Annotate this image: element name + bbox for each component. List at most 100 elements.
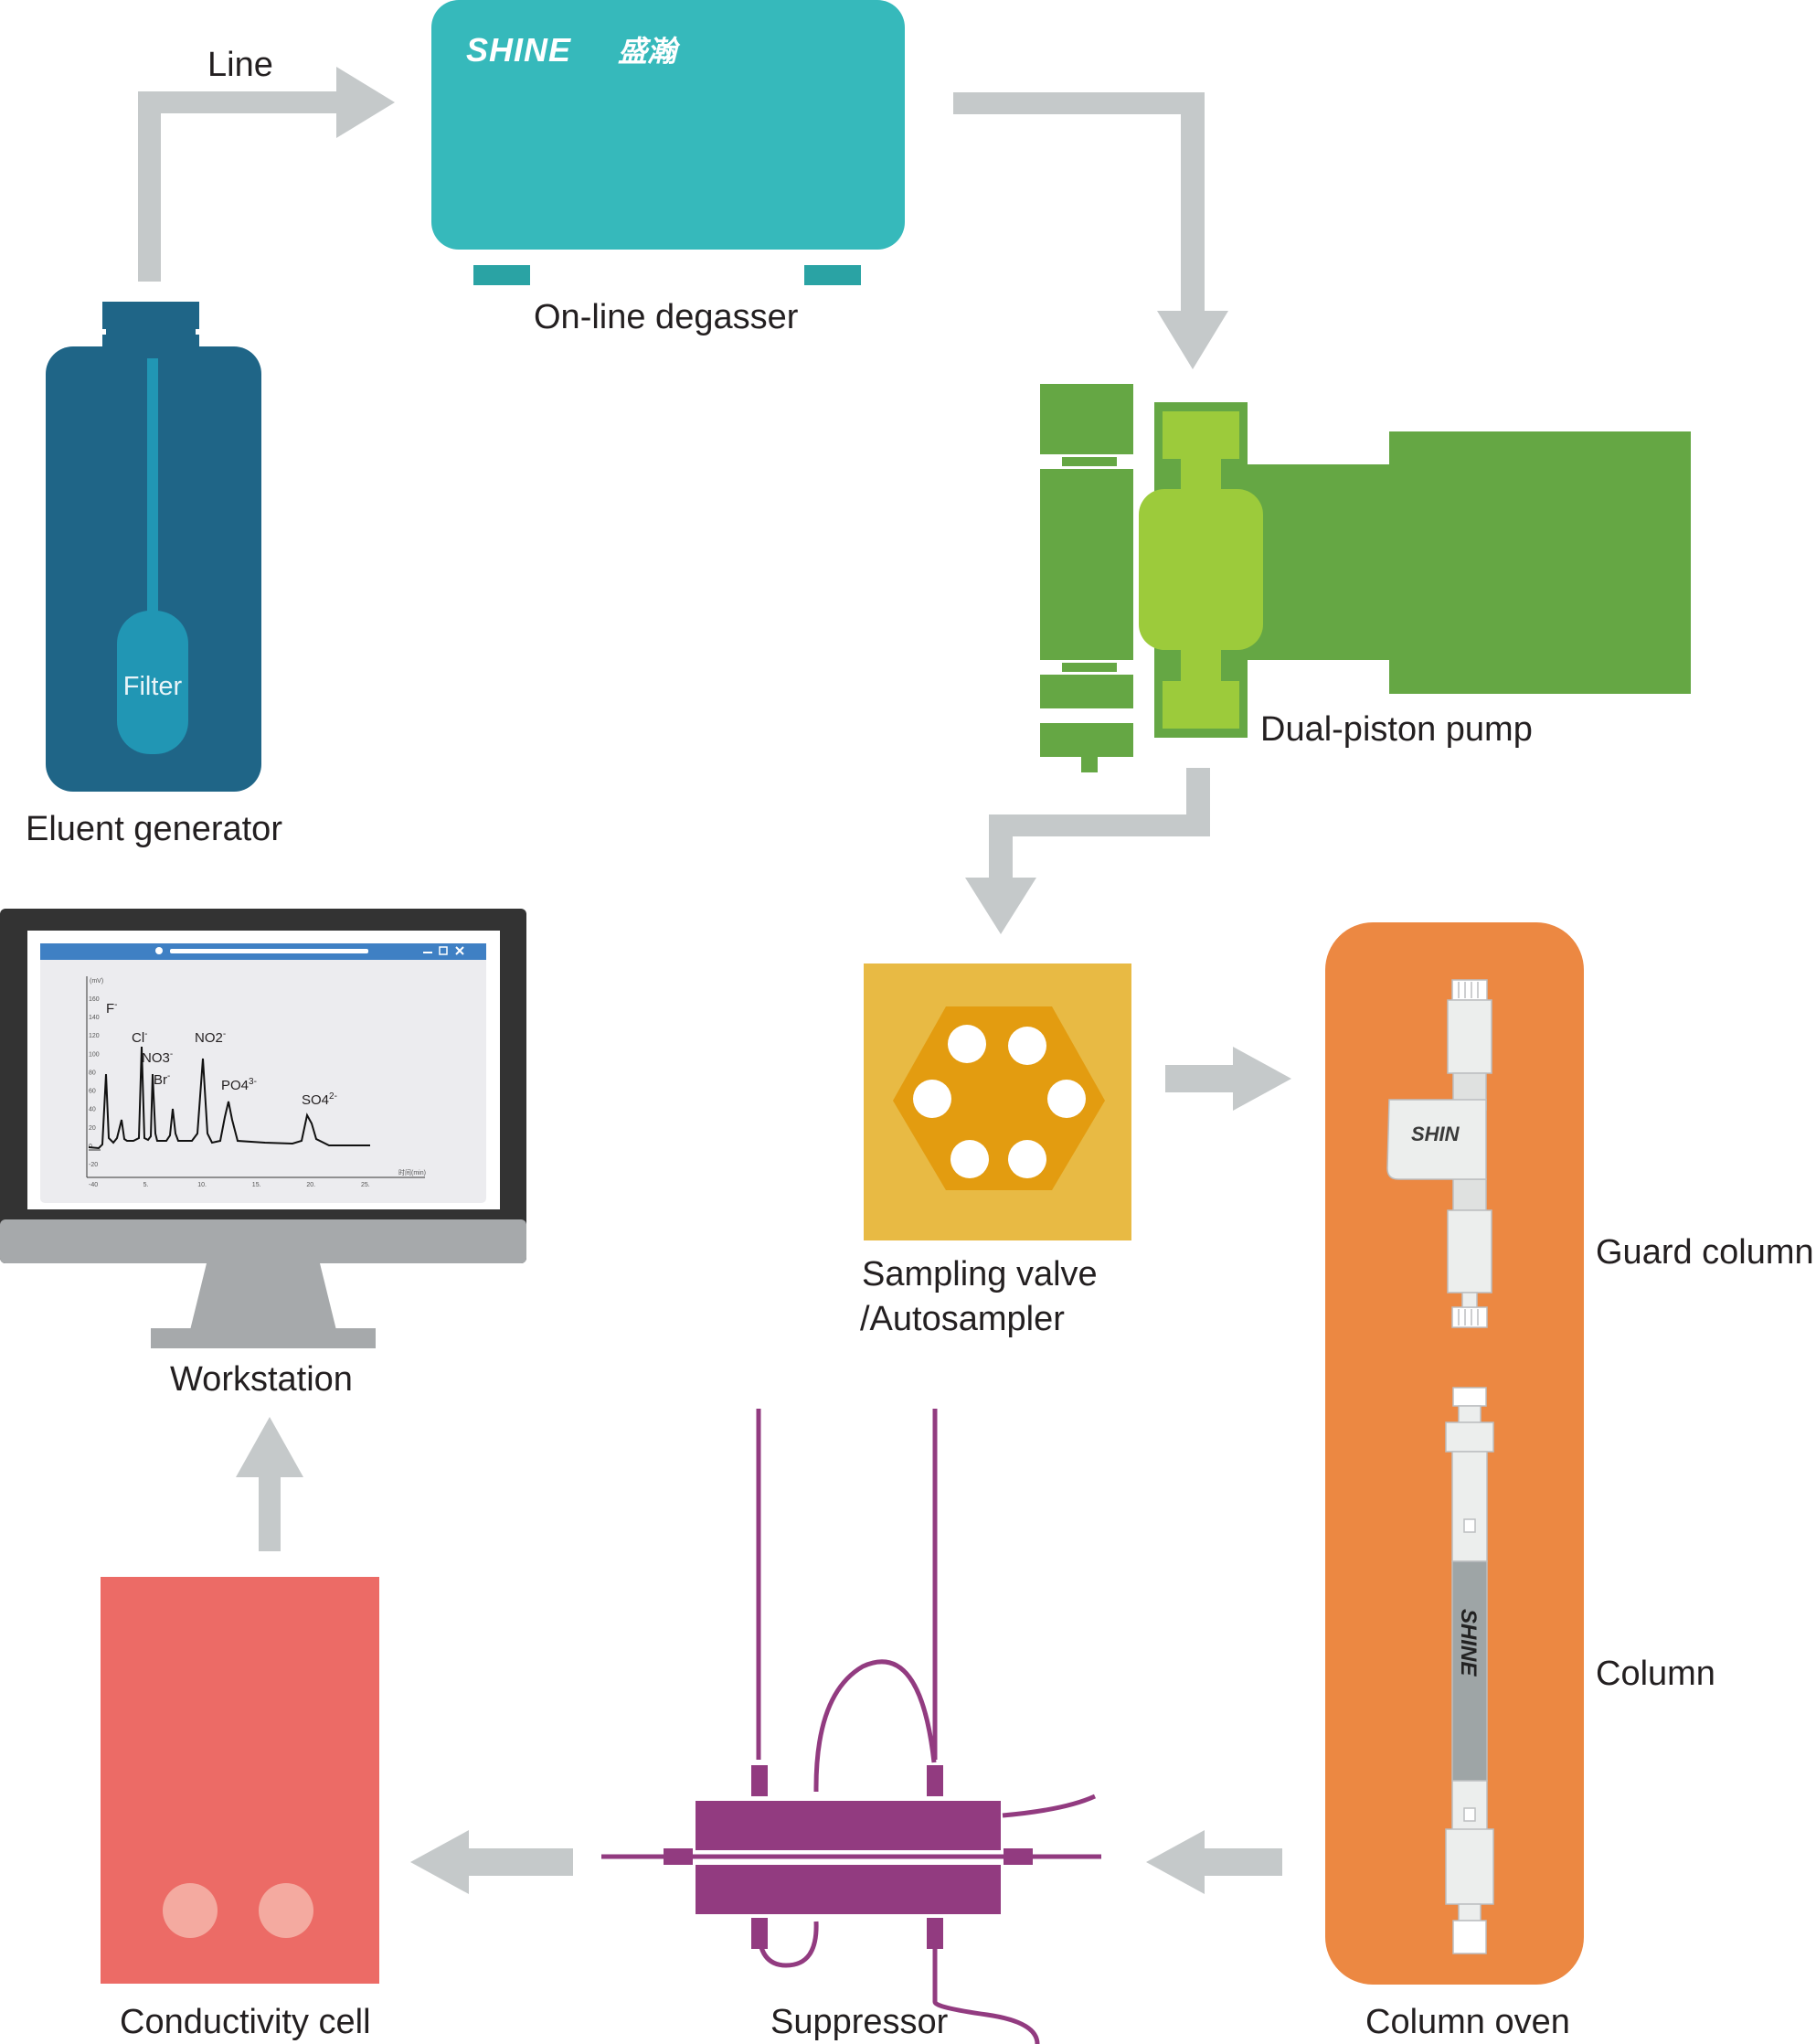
workstation-label: Workstation [170,1360,353,1399]
cell-electrode-right [259,1883,313,1938]
column-brand: SHINE [1456,1609,1481,1677]
autosampler-label: /Autosampler [860,1300,1065,1338]
column-nut-bottom [1458,1903,1481,1922]
y-tick-label: 20 [89,1125,96,1132]
y-tick-label: 120 [89,1033,100,1039]
y-tick-label: 40 [89,1107,96,1113]
monitor-stand-base [151,1328,376,1348]
arrow-suppressor-to-cell [410,1830,573,1894]
arrow-bottle-to-degasser [138,67,395,282]
degasser-logo-cjk: 盛瀚 [618,34,681,69]
column-window-top [1463,1518,1476,1533]
guard-column [1386,979,1492,1328]
arrow-valve-to-oven [1165,1047,1291,1111]
valve-port [948,1025,986,1063]
valve-ports [913,1025,1086,1178]
chromatogram-ylabel: (mV) [90,978,103,985]
guard-hex-bottom [1447,1209,1492,1293]
bottle-tube [147,358,158,623]
arrow-cell-to-workstation [236,1417,303,1551]
valve-port [950,1140,989,1178]
suppressor-label: Suppressor [770,2003,949,2041]
flow-arrows [138,67,1291,1894]
online-degasser: SHINE 盛瀚 [431,0,905,285]
restore-icon[interactable] [439,946,448,955]
guard-column-brand: SHIN [1411,1123,1460,1145]
peak-label-cl: Cl- [132,1029,148,1046]
cell-electrode-left [163,1883,218,1938]
bottle-neck-notch-left [99,329,106,335]
x-tick-label: 5. [143,1182,149,1188]
minimize-icon[interactable] [423,952,432,953]
svg-text:NO3-: NO3- [142,1049,173,1066]
svg-text:F-: F- [106,1000,118,1017]
y-tick-label: 60 [89,1089,96,1095]
arrow-degasser-to-pump [953,92,1228,369]
degasser-logo-latin: SHINE [466,31,571,69]
monitor-stand-neck [190,1263,336,1330]
guard-thread-top [1458,982,1479,998]
pump-label: Dual-piston pump [1260,710,1533,749]
svg-text:SO42-: SO42- [302,1091,337,1108]
pump-left-joint-bottom [1062,663,1117,672]
column-hex-bottom [1445,1828,1494,1905]
degasser-body [431,0,905,250]
sampling-valve-label: Sampling valve [862,1255,1098,1293]
close-icon[interactable] [455,946,464,955]
cell-body [101,1577,379,1984]
pump-left-joint-top [1062,457,1117,466]
peak-label-po4: PO43- [221,1077,257,1093]
y-tick-label: 140 [89,1015,100,1021]
x-tick-label: -40 [89,1182,98,1188]
guard-fitting-bottom [1451,1306,1488,1328]
peak-label-f: F- [106,1000,118,1017]
column-nut-top [1458,1405,1481,1423]
suppressor-fittings [664,1765,1033,1949]
line-label: Line [207,46,273,84]
conductivity-cell [101,1577,379,1984]
guard-hex-top [1447,999,1492,1074]
eluent-bottle: Filter [46,302,261,792]
peak-label-br: Br- [154,1071,170,1088]
guard-thread-bottom [1458,1309,1479,1325]
bottle-neck-notch-right [196,329,203,335]
pump-left-block [1040,384,1133,772]
svg-text:Cl-: Cl- [132,1029,148,1046]
y-tick-label: 160 [89,996,100,1003]
guard-body-bottom [1452,1178,1487,1211]
monitor-chin [0,1219,526,1263]
analytical-column [1445,1387,1494,1954]
filter-label: Filter [123,672,183,701]
column-shaft-top [1451,1451,1488,1562]
guard-fitting-top [1451,979,1488,1001]
column-tube [1451,1560,1488,1782]
peak-label-no2: NO2- [195,1029,226,1046]
column-label: Column [1596,1655,1715,1693]
y-tick-label: 80 [89,1070,96,1076]
arrow-pump-to-valve [965,768,1210,934]
degasser-label: On-line degasser [534,298,799,336]
guard-pin [1461,1292,1478,1308]
app-window [40,943,486,1203]
conductivity-cell-label: Conductivity cell [120,2003,371,2041]
suppressor-body-top [696,1801,1001,1850]
y-tick-label: -20 [89,1162,98,1168]
column-hex-top [1445,1421,1494,1453]
column-fitting-bottom [1452,1920,1487,1954]
sampling-valve [864,963,1131,1240]
filter [117,611,188,754]
arrow-oven-to-suppressor [1146,1830,1282,1894]
pump-drive-body [1389,431,1691,694]
pump-head-cap-top [1163,411,1239,459]
guard-holder [1386,1099,1487,1180]
svg-text:NO2-: NO2- [195,1029,226,1046]
pump-notch-low [1040,708,1133,723]
valve-port [913,1080,951,1118]
peak-label-no3: NO3- [142,1049,173,1066]
chromatogram-trace [88,1046,370,1150]
column-window-bottom [1463,1807,1476,1822]
